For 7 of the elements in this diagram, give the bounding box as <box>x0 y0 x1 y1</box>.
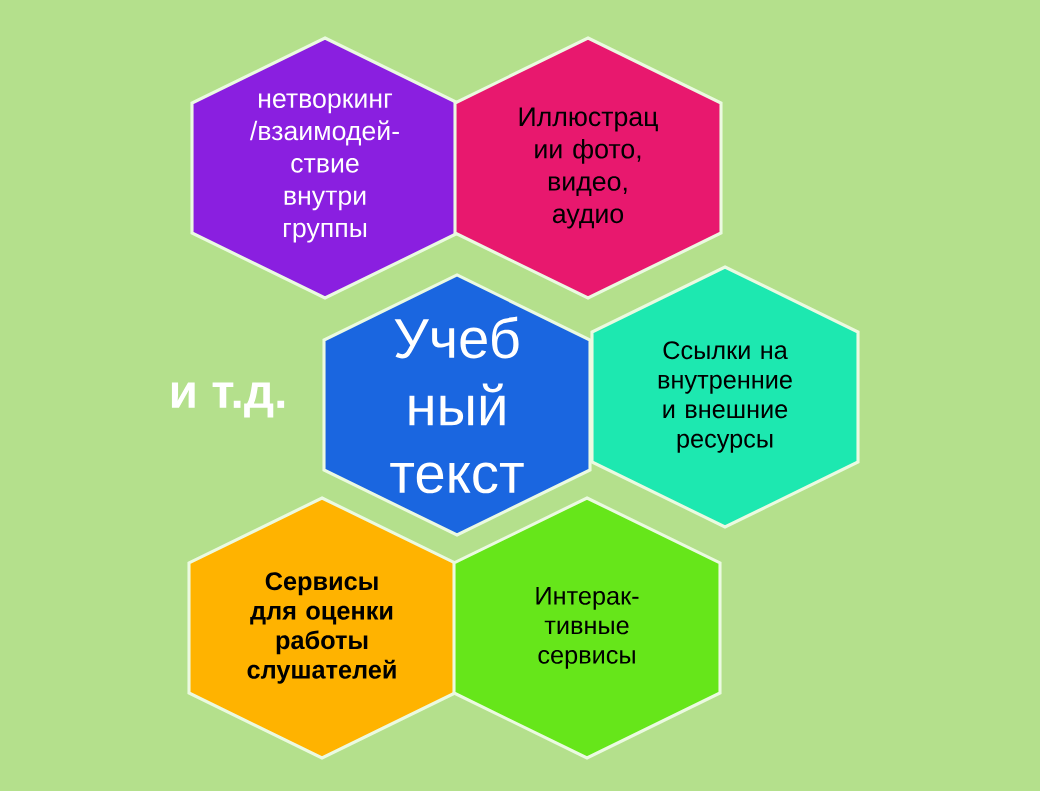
hexagon: нетворкинг /взаимодей- ствие внутри группы <box>190 36 460 300</box>
hexagon: Сервисы для оценки работы слушателей <box>187 496 457 760</box>
hexagon: Учеб ный текст <box>322 273 592 537</box>
hexagon: Иллюстрац ии фото, видео, аудио <box>453 36 723 300</box>
hexagon: Ссылки на внутренние и внешние ресурсы <box>590 265 860 529</box>
hexagon: Интерак- тивные сервисы <box>452 496 722 760</box>
note-text: и т.д. <box>171 382 285 418</box>
